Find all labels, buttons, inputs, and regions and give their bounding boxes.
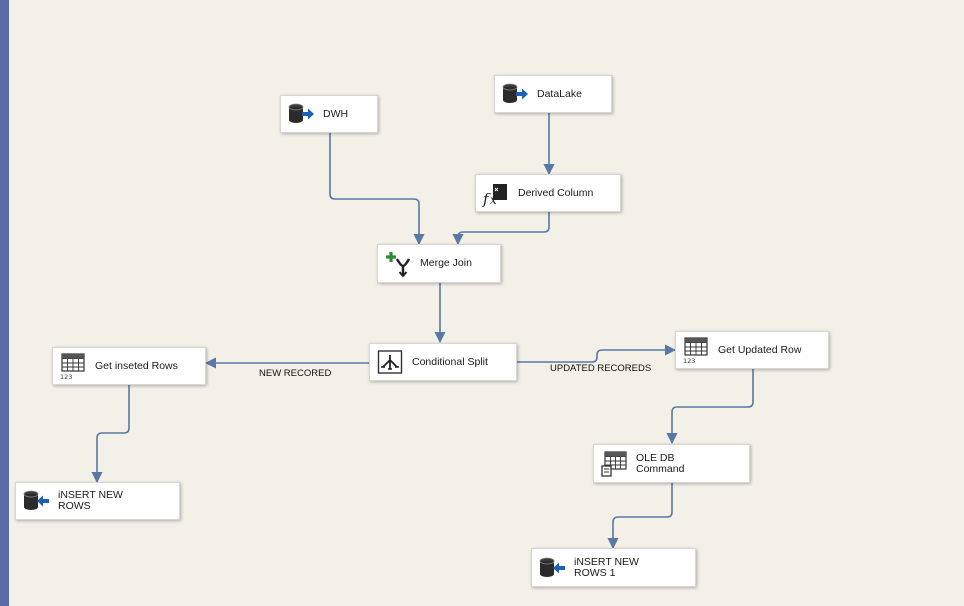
node-label: Get Updated Row	[718, 343, 802, 356]
svg-text:123: 123	[60, 373, 72, 380]
ole-db-command-icon	[600, 450, 628, 478]
connector-inserted-to-insert-new-rows[interactable]	[91, 385, 130, 484]
left-edge-bar	[0, 0, 9, 606]
node-insert-new-rows-1[interactable]: iNSERT NEW ROWS 1	[531, 548, 696, 587]
node-label: DWH	[323, 107, 349, 120]
svg-text:f: f	[482, 190, 491, 207]
node-derived-column[interactable]: f x Derived Column	[475, 174, 621, 212]
destination-db-icon	[538, 554, 566, 582]
node-ole-db-command[interactable]: OLE DB Command	[593, 444, 750, 483]
connector-split-to-updated[interactable]	[517, 344, 677, 363]
node-label: OLE DB Command	[636, 451, 685, 475]
data-flow-canvas[interactable]: NEW RECORED UPDATED RECOREDS DWH Da	[9, 0, 964, 606]
svg-text:123: 123	[683, 357, 695, 364]
new-record-label: NEW RECORED	[259, 368, 332, 379]
node-label: Derived Column	[518, 186, 594, 199]
node-label: iNSERT NEW ROWS	[58, 489, 123, 512]
fx-icon: f x	[482, 179, 510, 208]
connector-layer	[91, 113, 754, 550]
node-label: DataLake	[537, 87, 582, 100]
node-get-inserted-rows[interactable]: 123 Get inseted Rows	[52, 347, 206, 385]
node-dwh[interactable]: DWH	[280, 95, 378, 133]
connector-ole-db-to-insert-new-rows-1[interactable]	[607, 483, 673, 550]
node-merge-join[interactable]: Merge Join	[377, 244, 501, 283]
connector-updated-to-ole-db[interactable]	[666, 369, 754, 445]
connector-derived-to-merge[interactable]	[452, 212, 550, 246]
node-label: Get inseted Rows	[95, 359, 178, 372]
node-get-updated-row[interactable]: 123 Get Updated Row	[675, 331, 829, 369]
source-db-icon	[501, 80, 529, 108]
node-datalake[interactable]: DataLake	[494, 75, 612, 113]
grid-123-icon: 123	[682, 336, 710, 365]
node-insert-new-rows[interactable]: iNSERT NEW ROWS	[15, 482, 180, 520]
split-icon	[376, 348, 404, 376]
source-db-icon	[287, 100, 315, 128]
node-label: iNSERT NEW ROWS 1	[574, 555, 639, 579]
grid-123-icon: 123	[59, 352, 87, 381]
node-label: Merge Join	[420, 257, 472, 269]
connector-dwh-to-merge[interactable]	[329, 133, 425, 246]
destination-db-icon	[22, 487, 50, 515]
node-conditional-split[interactable]: Conditional Split	[369, 343, 517, 381]
node-label: Conditional Split	[412, 355, 488, 368]
merge-join-icon	[384, 250, 412, 278]
updated-records-label: UPDATED RECOREDS	[550, 363, 652, 374]
svg-text:x: x	[490, 193, 497, 207]
